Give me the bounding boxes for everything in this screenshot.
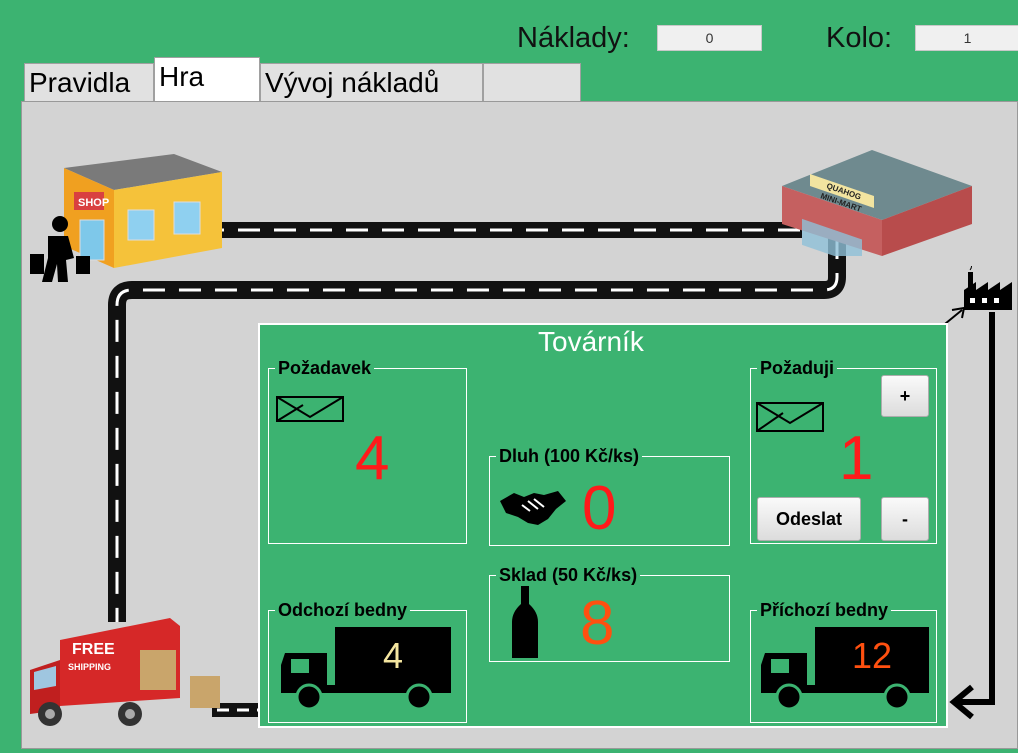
truck-sign-line2: SHIPPING: [68, 662, 111, 672]
order-value: 1: [839, 424, 874, 493]
incoming-value: 12: [851, 635, 893, 676]
send-button[interactable]: Odeslat: [757, 497, 861, 541]
outgoing-group: Odchozí bedny 4: [268, 599, 467, 723]
demand-value: 4: [355, 424, 390, 493]
tab-rules[interactable]: Pravidla: [24, 63, 154, 103]
debt-value: 0: [582, 474, 617, 543]
costs-label: Náklady:: [517, 22, 630, 54]
shop-building: SHOP: [44, 150, 224, 270]
tab-blank[interactable]: [483, 63, 581, 103]
round-field: 1: [915, 25, 1018, 51]
increase-button[interactable]: +: [881, 375, 929, 417]
stock-label: Sklad (50 Kč/ks): [496, 564, 641, 586]
road-map: [108, 222, 995, 720]
free-shipping-truck: FREE SHIPPING: [30, 610, 230, 730]
demand-group: Požadavek 4: [268, 357, 467, 544]
stock-value: 8: [580, 589, 615, 658]
outgoing-label: Odchozí bedny: [275, 599, 411, 621]
decrease-button[interactable]: -: [881, 497, 929, 541]
truck-sign-line1: FREE: [72, 641, 115, 658]
factory-panel: Továrník Požadavek 4 Dluh (100 Kč/ks) 0 …: [258, 323, 948, 728]
outgoing-truck-icon: [281, 627, 451, 709]
debt-label: Dluh (100 Kč/ks): [496, 445, 643, 467]
envelope-send-icon: [756, 402, 824, 432]
tab-game[interactable]: Hra: [154, 57, 260, 103]
costs-field: 0: [657, 25, 762, 51]
incoming-group: Příchozí bedny 12: [750, 599, 937, 723]
incoming-label: Příchozí bedny: [757, 599, 892, 621]
envelope-icon: [276, 396, 344, 422]
order-group: Požaduji + 1 Odeslat -: [750, 357, 937, 544]
debt-group: Dluh (100 Kč/ks) 0: [489, 445, 730, 546]
stock-group: Sklad (50 Kč/ks) 8: [489, 564, 730, 662]
panel-title: Továrník: [530, 325, 652, 359]
tab-cost-development[interactable]: Vývoj nákladů: [260, 63, 483, 103]
handshake-icon: [500, 491, 566, 525]
incoming-truck-icon: [761, 627, 929, 709]
factory-icon: [964, 263, 1012, 310]
shopper-icon: [30, 214, 90, 284]
bottle-icon: [512, 586, 538, 658]
minimart-building: QUAHOG MINI-MART: [782, 146, 972, 266]
outgoing-value: 4: [382, 635, 404, 676]
demand-label: Požadavek: [275, 357, 375, 379]
order-label: Požaduji: [757, 357, 838, 379]
round-label: Kolo:: [826, 22, 893, 54]
game-area: SHOP QUAHOG MINI-MART: [21, 101, 1018, 749]
shop-sign-text: SHOP: [78, 197, 109, 209]
